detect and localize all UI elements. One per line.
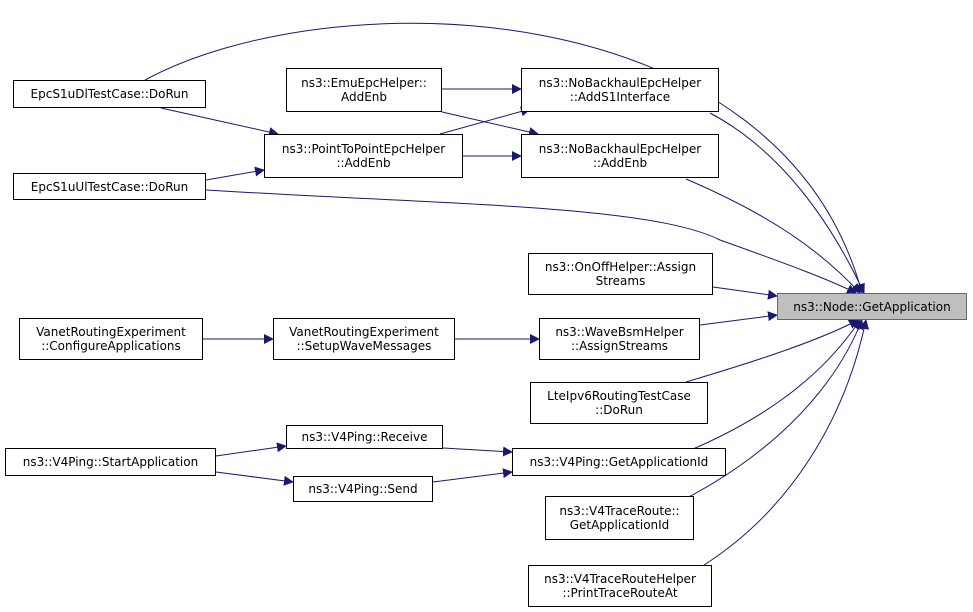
node-nobackhaul-addenb[interactable]: ns3::NoBackhaulEpcHelper::AddEnb: [521, 134, 719, 178]
node-emu-epc-addenb[interactable]: ns3::EmuEpcHelper::AddEnb: [286, 68, 442, 112]
call-edge: [442, 446, 513, 457]
node-label: ::DoRun: [595, 403, 643, 417]
node-label: ::AssignStreams: [570, 339, 669, 353]
call-edge: [144, 22, 865, 294]
node-label: ns3::PointToPointEpcHelper: [281, 142, 446, 156]
node-p2p-addenb[interactable]: ns3::PointToPointEpcHelper::AddEnb: [264, 134, 463, 178]
node-label: GetApplicationId: [569, 518, 670, 532]
node-label: ::AddEnb: [336, 156, 391, 170]
node-label: ::AddS1Interface: [569, 90, 671, 104]
node-v4trace-getappid[interactable]: ns3::V4TraceRoute::GetApplicationId: [545, 496, 694, 540]
call-edge: [160, 107, 279, 137]
call-edge: [699, 311, 778, 326]
call-edge: [215, 442, 287, 457]
call-edge: [205, 166, 265, 181]
node-epc-s1u-ul[interactable]: EpcS1uUlTestCase::DoRun: [13, 173, 206, 200]
node-v4ping-send[interactable]: ns3::V4Ping::Send: [293, 476, 433, 502]
node-v4ping-receive[interactable]: ns3::V4Ping::Receive: [286, 425, 443, 449]
node-target: ns3::Node::GetApplication: [777, 293, 967, 320]
node-label: ns3::NoBackhaulEpcHelper: [538, 76, 702, 90]
call-edge: [685, 178, 861, 294]
node-label: Streams: [595, 274, 646, 288]
call-edge: [205, 189, 857, 294]
node-label: ns3::OnOffHelper::Assign: [544, 260, 697, 274]
node-epc-s1u-dl[interactable]: EpcS1uDlTestCase::DoRun: [13, 80, 206, 108]
node-vanet-setup[interactable]: VanetRoutingExperiment::SetupWaveMessage…: [273, 318, 455, 360]
node-label: ns3::V4Ping::Send: [308, 482, 418, 496]
node-label: ::ConfigureApplications: [41, 339, 181, 353]
node-v4ping-start[interactable]: ns3::V4Ping::StartApplication: [5, 448, 216, 476]
node-label: ns3::V4Ping::StartApplication: [22, 455, 199, 469]
node-label: ns3::V4TraceRoute::: [559, 504, 680, 518]
call-edge: [712, 286, 778, 300]
call-edge: [692, 319, 861, 450]
node-label: ns3::V4Ping::Receive: [301, 430, 428, 444]
node-label: ns3::Node::GetApplication: [793, 299, 951, 314]
node-label: ns3::EmuEpcHelper::: [301, 76, 427, 90]
node-label: LteIpv6RoutingTestCase: [547, 389, 691, 403]
node-label: ::SetupWaveMessages: [296, 339, 432, 353]
node-label: ns3::NoBackhaulEpcHelper: [538, 142, 702, 156]
node-label: VanetRoutingExperiment: [36, 325, 186, 339]
call-edge: [685, 319, 859, 383]
node-label: ::AddEnb: [592, 156, 648, 170]
call-edge: [441, 111, 539, 137]
call-edge: [703, 319, 870, 566]
node-label: AddEnb: [340, 90, 388, 104]
node-label: ns3::V4Ping::GetApplicationId: [529, 455, 709, 469]
node-label: EpcS1uUlTestCase::DoRun: [30, 179, 189, 194]
node-label: ::PrintTraceRouteAt: [562, 586, 678, 600]
node-nobackhaul-adds1[interactable]: ns3::NoBackhaulEpcHelper::AddS1Interface: [521, 68, 719, 112]
node-label: EpcS1uDlTestCase::DoRun: [30, 87, 189, 101]
node-wavebsm-assign[interactable]: ns3::WaveBsmHelper::AssignStreams: [539, 318, 700, 360]
node-label: ns3::WaveBsmHelper: [555, 325, 684, 339]
node-vanet-configure[interactable]: VanetRoutingExperiment::ConfigureApplica…: [19, 318, 203, 360]
call-edge: [432, 468, 513, 483]
node-lteipv6[interactable]: LteIpv6RoutingTestCase::DoRun: [530, 382, 708, 424]
call-edge: [215, 471, 294, 486]
call-edge: [709, 112, 865, 294]
node-v4ping-getappid[interactable]: ns3::V4Ping::GetApplicationId: [512, 448, 726, 476]
call-edge: [682, 319, 864, 501]
node-v4tracehelper-print[interactable]: ns3::V4TraceRouteHelper::PrintTraceRoute…: [528, 565, 712, 607]
node-label: ns3::V4TraceRouteHelper: [544, 572, 696, 586]
node-label: VanetRoutingExperiment: [289, 325, 439, 339]
